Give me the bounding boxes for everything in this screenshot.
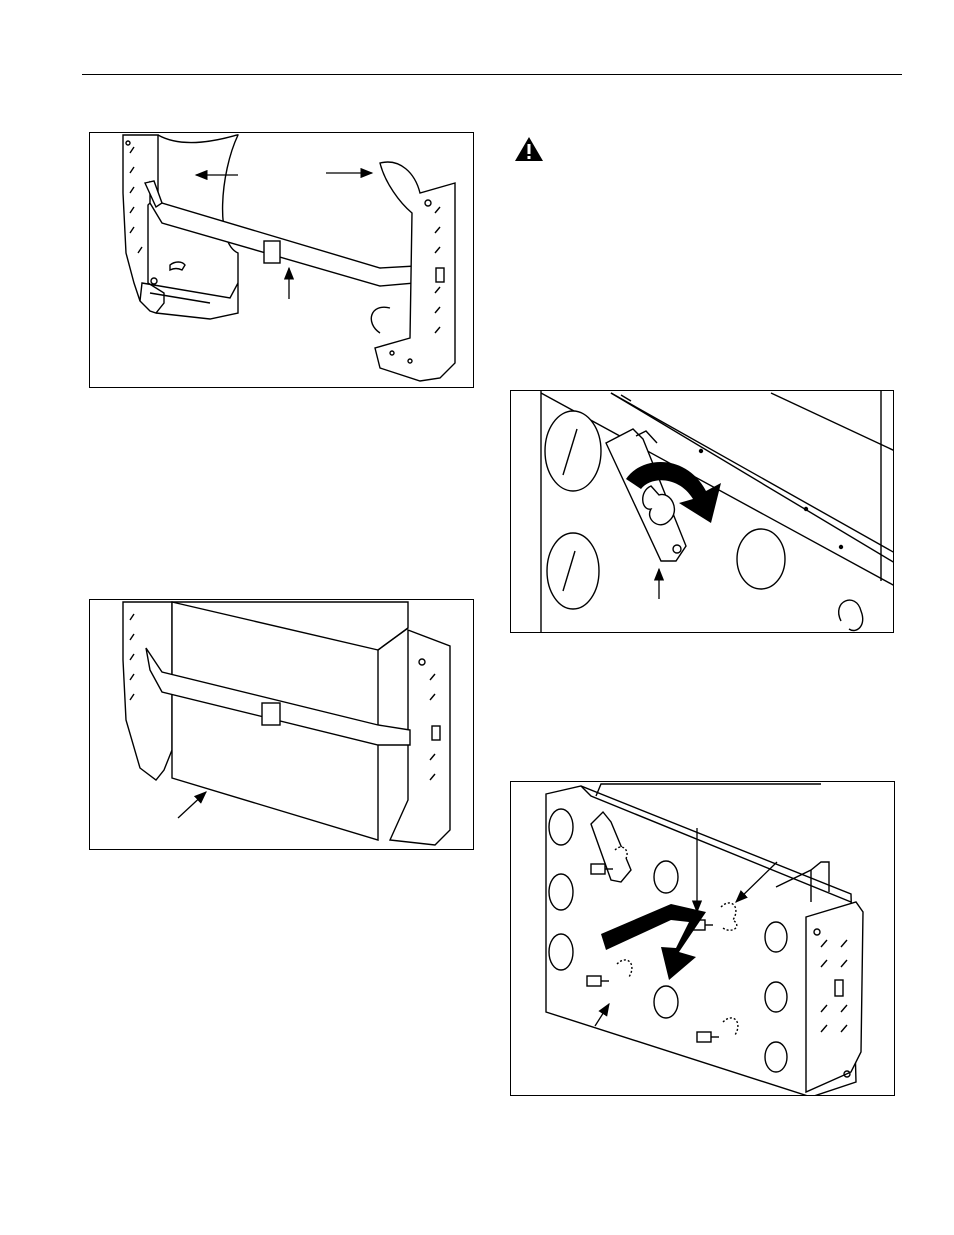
- figure-latch-rotation: [510, 390, 894, 633]
- figure-box-in-strap: [89, 599, 474, 850]
- bracket-strap-illustration: [90, 133, 474, 388]
- latch-rotation-illustration: [511, 391, 894, 633]
- box-strap-illustration: [90, 600, 474, 850]
- header-rule: [82, 74, 902, 75]
- warning-triangle-icon: [514, 136, 544, 162]
- plate-studs-illustration: [511, 782, 895, 1096]
- figure-bracket-strap: [89, 132, 474, 388]
- figure-plate-on-studs: [510, 781, 895, 1096]
